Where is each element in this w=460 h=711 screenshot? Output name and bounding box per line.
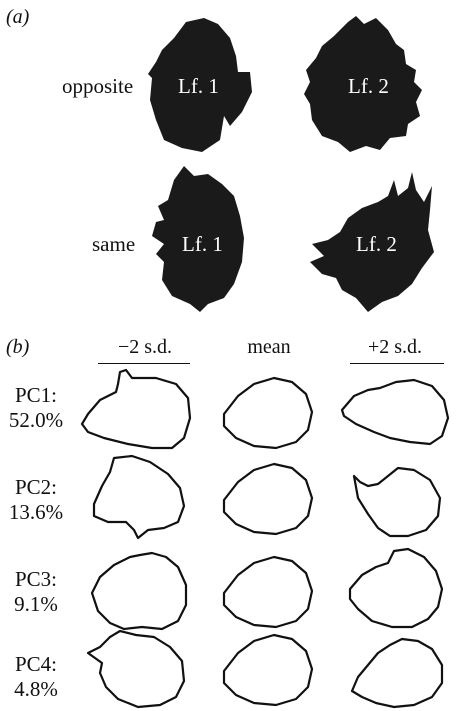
column-header-minus-2sd: −2 s.d. bbox=[117, 336, 173, 358]
pc2-minus-2sd-outline bbox=[92, 454, 186, 540]
leaf-label-same-2: Lf. 2 bbox=[356, 232, 397, 256]
column-underline-plus-2sd bbox=[350, 363, 444, 364]
pc1-minus-2sd-outline bbox=[80, 368, 192, 450]
pc3-label: PC3: 9.1% bbox=[0, 567, 72, 617]
pc1-variance: 52.0% bbox=[8, 408, 64, 432]
pc2-plus-2sd-outline bbox=[352, 466, 442, 538]
column-header-mean: mean bbox=[247, 336, 291, 358]
pc2-variance: 13.6% bbox=[8, 500, 64, 524]
leaf-silhouette-opposite-1 bbox=[148, 18, 252, 152]
pc4-mean-outline bbox=[222, 633, 314, 707]
leaf-silhouette-same-2 bbox=[310, 172, 434, 312]
pc2-mean-outline bbox=[222, 462, 314, 536]
pc3-variance: 9.1% bbox=[14, 592, 58, 616]
pc3-mean-outline bbox=[222, 555, 314, 629]
pc2-name: PC2: bbox=[14, 475, 58, 499]
leaf-silhouette-opposite-2 bbox=[304, 16, 422, 152]
pc2-label: PC2: 13.6% bbox=[0, 475, 72, 525]
leaf-label-opposite-2: Lf. 2 bbox=[348, 74, 389, 98]
pc4-minus-2sd-outline bbox=[86, 629, 186, 709]
row-label-opposite: opposite bbox=[62, 74, 134, 98]
pc4-name: PC4: bbox=[14, 652, 58, 676]
column-header-plus-2sd: +2 s.d. bbox=[367, 336, 423, 358]
leaf-label-same-1: Lf. 1 bbox=[182, 232, 223, 256]
pc4-label: PC4: 4.8% bbox=[0, 652, 72, 702]
leaf-label-opposite-1: Lf. 1 bbox=[178, 74, 219, 98]
pc1-label: PC1: 52.0% bbox=[0, 383, 72, 433]
pc1-mean-outline bbox=[222, 376, 314, 450]
panel-a-label: (a) bbox=[6, 6, 30, 28]
pc3-plus-2sd-outline bbox=[348, 547, 444, 629]
pc1-name: PC1: bbox=[14, 383, 58, 407]
column-underline-minus-2sd bbox=[98, 363, 190, 364]
pc3-minus-2sd-outline bbox=[90, 551, 188, 631]
pc3-name: PC3: bbox=[14, 567, 58, 591]
panel-b-label: (b) bbox=[6, 336, 30, 358]
pc4-plus-2sd-outline bbox=[350, 637, 444, 709]
pc1-plus-2sd-outline bbox=[340, 378, 450, 446]
leaf-silhouette-same-1 bbox=[152, 166, 244, 312]
pc4-variance: 4.8% bbox=[14, 677, 58, 701]
row-label-same: same bbox=[92, 232, 136, 256]
